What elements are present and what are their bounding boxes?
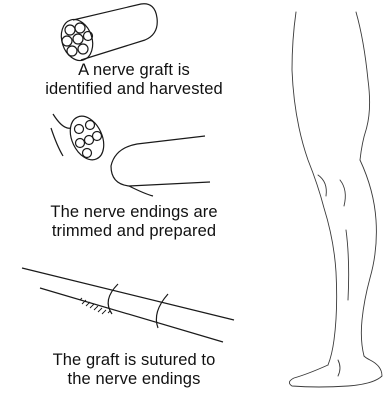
step-2-caption: The nerve endings are trimmed and prepar… [0,203,268,241]
nerve-bundle-icon [55,0,175,70]
step-1-line-2: identified and harvested [0,80,268,99]
step-3-line-2: the nerve endings [0,370,268,389]
step-3-line-1: The graft is sutured to [0,351,268,370]
step-1-line-1: A nerve graft is [0,61,268,80]
step-3-caption: The graft is sutured to the nerve ending… [0,351,268,389]
leg-outline-icon [278,10,388,390]
nerve-ends-icon [45,110,215,200]
sutured-graft-icon [20,250,250,350]
step-1-caption: A nerve graft is identified and harveste… [0,61,268,99]
step-2-line-1: The nerve endings are [0,203,268,222]
step-2-line-2: trimmed and prepared [0,222,268,241]
